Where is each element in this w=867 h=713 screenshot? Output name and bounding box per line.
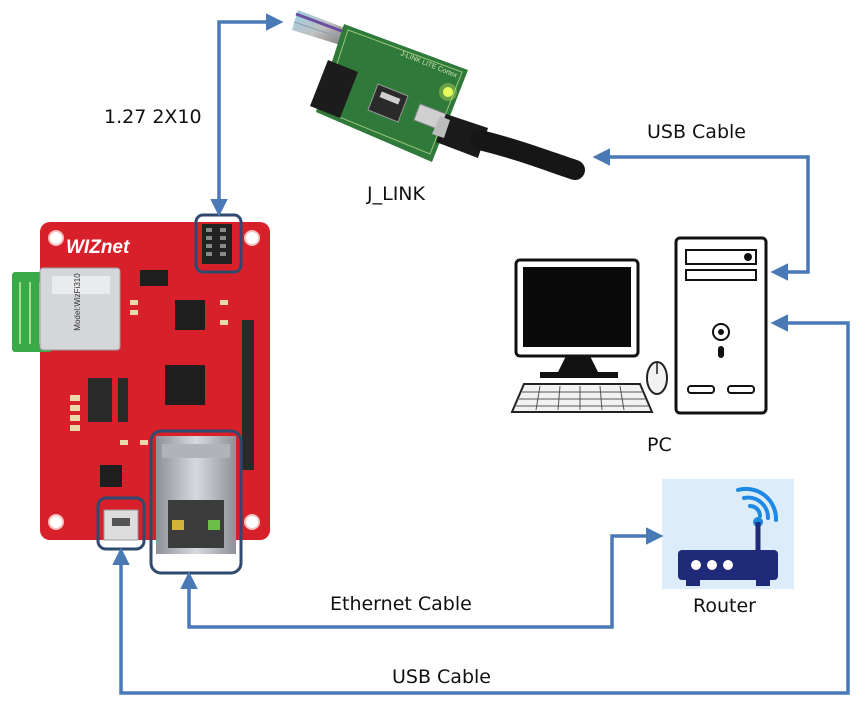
- jlink-debugger: J-LINK LITE Cortex: [292, 10, 575, 170]
- micro-usb-port: [104, 510, 138, 540]
- monitor: [516, 260, 638, 378]
- pc-label: PC: [647, 434, 672, 456]
- jtag-connector: [219, 22, 280, 213]
- ic-chip: [140, 270, 168, 286]
- ethernet-cable-label: Ethernet Cable: [330, 593, 472, 615]
- header-pitch-label: 1.27 2X10: [104, 106, 202, 128]
- rj45-jack: [156, 436, 236, 554]
- pc-tower: [676, 238, 766, 413]
- jlink-usb-cable: [432, 114, 575, 170]
- ic-chip: [175, 300, 205, 330]
- router-label: Router: [693, 595, 756, 617]
- board-logo: WIZnet: [66, 237, 130, 258]
- router-illustration: [662, 479, 794, 589]
- jlink-label: J_LINK: [367, 183, 425, 205]
- usb-cable-bottom-label: USB Cable: [392, 666, 491, 688]
- mouse: [647, 362, 667, 394]
- wifi-module: Model:WizFi310: [12, 268, 120, 352]
- pc-illustration: [512, 238, 766, 413]
- mcu-chip: [165, 365, 205, 405]
- ic-chip: [100, 465, 122, 487]
- module-text: Model:WizFi310: [73, 273, 82, 331]
- usb-cable-pc-label: USB Cable: [647, 121, 746, 143]
- keyboard: [512, 384, 652, 412]
